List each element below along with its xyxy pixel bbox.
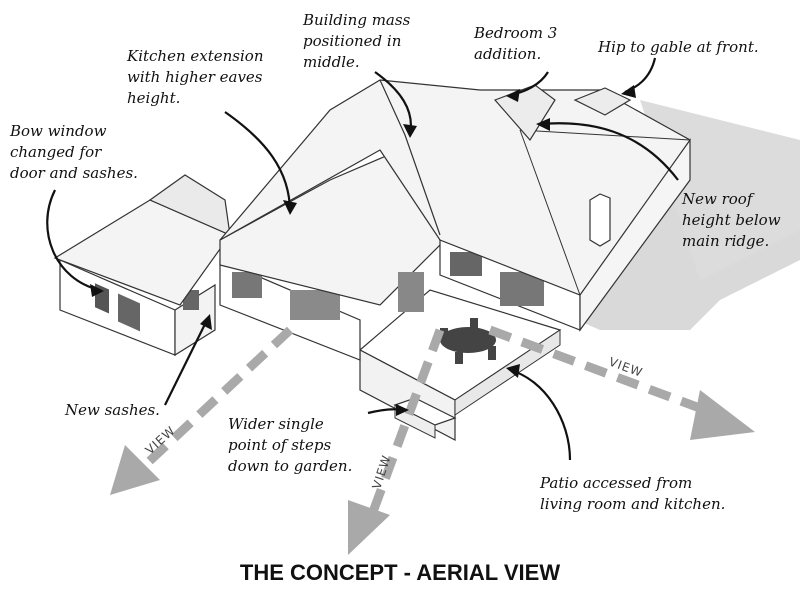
arrowhead-right [690,390,755,440]
leader-roof [539,122,679,181]
page-title: THE CONCEPT - AERIAL VIEW [239,560,561,585]
patio-table [440,327,496,353]
leader-patio [509,368,572,461]
door-left [118,293,140,332]
arrowhead-center [348,500,390,555]
left-wing-wall-2 [174,283,216,357]
arrowhead-left [110,445,160,495]
annotation-new-roof: New roof height below main ridge. [682,190,781,250]
annotation-new-sashes: New sashes. [65,401,160,419]
annotation-hip-to-gable: Hip to gable at front. [598,38,759,56]
left-wing-roof-2 [148,174,231,236]
annotation-kitchen-extension: Kitchen extension with higher eaves heig… [127,47,264,107]
annotation-wider-steps: Wider single point of steps down to gard… [228,415,353,475]
leader-sashes [164,317,209,406]
chair [470,318,478,330]
hip-line [519,129,691,141]
annotation-building-mass: Building mass positioned in middle. [303,11,411,71]
kitchen-doors [398,272,424,312]
leader-hip [624,57,657,94]
chimney [589,193,611,247]
hip-line-2 [519,129,581,296]
kitchen-window [232,272,262,298]
main-ridge [379,79,441,236]
annotation-bow-window: Bow window changed for door and sashes. [10,122,138,182]
view-arrow-right [488,325,707,415]
living-window [450,252,482,276]
annotation-bedroom3: Bedroom 3 addition. [474,24,558,63]
chair [455,352,463,364]
patio-side [454,329,561,416]
garden-steps-front [394,404,436,439]
chair [440,328,448,342]
leader-bow [46,189,101,292]
kitchen-glazing [290,290,340,320]
main-roof [219,79,691,296]
chair [488,346,496,360]
annotation-patio: Patio accessed from living room and kitc… [540,474,726,513]
leader-kitchen [224,111,292,213]
bedroom3-dormer [493,84,556,142]
hip-gable [573,87,632,116]
leader-arrowheads [90,85,636,416]
view-arrow-left [136,326,294,474]
